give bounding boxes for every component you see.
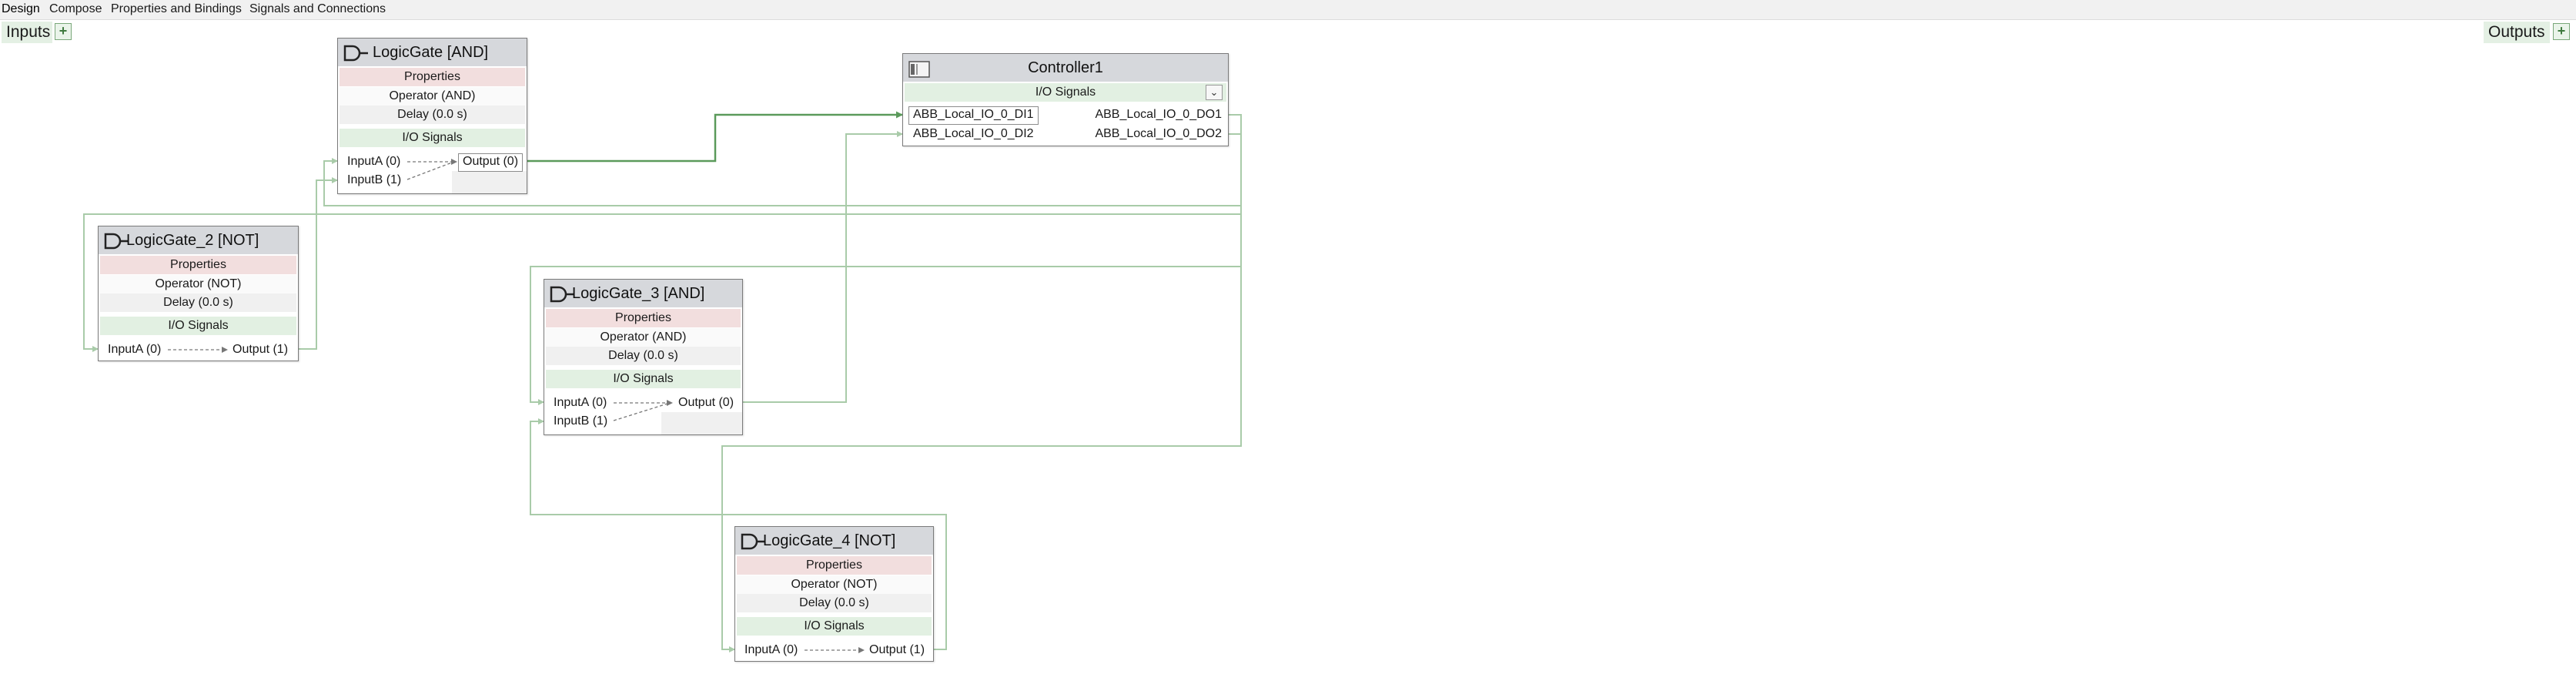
and-gate-icon [343, 45, 368, 62]
add-output-button[interactable]: + [2553, 23, 2570, 40]
tab-compose[interactable]: Compose [49, 2, 102, 15]
input-b-port[interactable]: InputB (1) [554, 414, 608, 428]
wire-not2-out-to-and1-inb [298, 177, 338, 350]
controller-input-di1[interactable]: ABB_Local_IO_0_DI1 [908, 106, 1039, 125]
node-title: LogicGate_4 [NOT] [763, 532, 896, 549]
node-header[interactable] [735, 527, 933, 555]
property-delay[interactable]: Delay (0.0 s) [340, 106, 525, 124]
signal-flow-arrow [168, 347, 228, 353]
inputs-label: Inputs [2, 22, 52, 43]
property-operator[interactable]: Operator (AND) [546, 328, 741, 347]
properties-header: Properties [546, 309, 741, 327]
add-input-button[interactable]: + [55, 23, 72, 40]
node-header[interactable] [544, 280, 742, 307]
controller-output-do1[interactable]: ABB_Local_IO_0_DO1 [1095, 108, 1222, 121]
node-header[interactable] [338, 39, 527, 66]
controller-input-di2[interactable]: ABB_Local_IO_0_DI2 [913, 127, 1034, 140]
output-port[interactable]: Output (1) [869, 643, 925, 656]
properties-header: Properties [100, 256, 296, 274]
logic-gate-and-node[interactable]: LogicGate [AND] Properties Operator (AND… [337, 38, 527, 194]
property-operator[interactable]: Operator (AND) [340, 87, 525, 106]
property-operator[interactable]: Operator (NOT) [737, 575, 932, 594]
tab-bar: Design Compose Properties and Bindings S… [0, 0, 2576, 20]
tab-signals-and-connections[interactable]: Signals and Connections [249, 2, 386, 15]
wire-and1-out-to-di1 [524, 111, 903, 163]
node-header[interactable] [99, 226, 298, 254]
node-title: LogicGate_3 [AND] [572, 285, 705, 302]
input-a-port[interactable]: InputA (0) [108, 343, 162, 356]
signal-flow-arrow [805, 647, 865, 653]
output-area [661, 412, 742, 434]
property-delay[interactable]: Delay (0.0 s) [100, 294, 296, 312]
io-signals-header: I/O Signals [100, 317, 296, 335]
outputs-label: Outputs [2484, 22, 2550, 43]
node-title: LogicGate [AND] [373, 44, 489, 61]
properties-header: Properties [737, 556, 932, 575]
signal-flow-arrows [406, 159, 457, 180]
not-gate-icon [104, 233, 129, 250]
controller-output-do2[interactable]: ABB_Local_IO_0_DO2 [1095, 127, 1222, 140]
input-a-port[interactable]: InputA (0) [744, 643, 798, 656]
node-header[interactable] [903, 54, 1228, 82]
property-operator[interactable]: Operator (NOT) [100, 275, 296, 294]
node-title: LogicGate_2 [NOT] [126, 232, 259, 249]
tab-design[interactable]: Design [2, 2, 40, 15]
io-signals-header: I/O Signals [546, 370, 741, 388]
node-title: Controller1 [1028, 59, 1103, 76]
and-gate-icon [550, 286, 574, 303]
input-b-port[interactable]: InputB (1) [347, 173, 402, 186]
controller-icon [908, 61, 930, 78]
wire-and3-out-to-di2 [743, 131, 903, 403]
output-port[interactable]: Output (1) [233, 343, 289, 356]
chevron-down-icon[interactable]: ⌄ [1206, 85, 1223, 100]
input-a-port[interactable]: InputA (0) [554, 396, 607, 409]
property-delay[interactable]: Delay (0.0 s) [546, 347, 741, 365]
logic-gate-4-not-node[interactable]: LogicGate_4 [NOT] Properties Operator (N… [734, 526, 934, 662]
tab-properties-and-bindings[interactable]: Properties and Bindings [111, 2, 242, 15]
logic-gate-2-not-node[interactable]: LogicGate_2 [NOT] Properties Operator (N… [98, 226, 299, 361]
output-port[interactable]: Output (0) [678, 396, 734, 409]
input-a-port[interactable]: InputA (0) [347, 155, 401, 168]
io-signals-header: I/O Signals [737, 617, 932, 636]
property-delay[interactable]: Delay (0.0 s) [737, 594, 932, 612]
io-signals-header: I/O Signals [905, 83, 1226, 102]
properties-header: Properties [340, 68, 525, 86]
not-gate-icon [741, 533, 765, 550]
io-signals-header: I/O Signals [340, 129, 525, 147]
output-area [452, 171, 527, 193]
controller-node[interactable]: Controller1 I/O Signals ⌄ ABB_Local_IO_0… [902, 53, 1229, 146]
output-port[interactable]: Output (0) [458, 153, 524, 172]
signal-flow-arrows [613, 400, 673, 421]
logic-gate-3-and-node[interactable]: LogicGate_3 [AND] Properties Operator (A… [544, 279, 743, 435]
